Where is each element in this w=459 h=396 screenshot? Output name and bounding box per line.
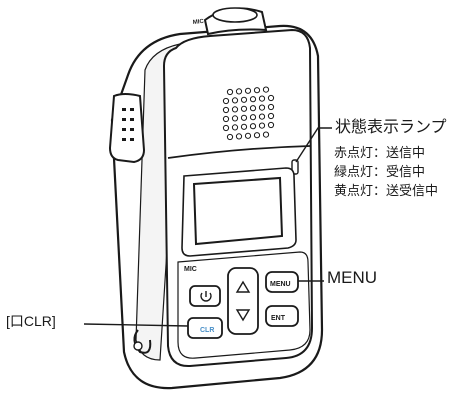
speaker-hole — [222, 97, 230, 105]
lamp-green-state: 緑点灯：受信中 — [334, 164, 426, 179]
power-icon — [200, 291, 212, 302]
speaker-hole — [267, 121, 275, 129]
speaker-hole — [240, 114, 248, 121]
lanyard-hook — [133, 329, 152, 354]
power-key[interactable] — [189, 285, 221, 307]
ent-key-label: ENT — [271, 315, 286, 322]
top-knob-cap — [212, 7, 258, 23]
menu-key-label: MENU — [270, 281, 291, 288]
lamp-red-state: 赤点灯：送信中 — [334, 145, 426, 160]
speaker-hole — [240, 96, 248, 103]
speaker-hole — [258, 104, 266, 111]
menu-key[interactable] — [265, 271, 299, 293]
speaker-hole — [258, 95, 266, 102]
speaker-hole — [258, 122, 266, 129]
menu-callout: MENU — [327, 268, 378, 287]
status-lamp — [291, 159, 299, 175]
clr-leader-line — [83, 323, 189, 327]
speaker-hole — [231, 124, 239, 131]
belt-clip — [108, 93, 146, 164]
speaker-hole — [240, 123, 248, 130]
speaker-hole — [235, 133, 243, 140]
speaker-hole — [231, 115, 239, 122]
speaker-hole — [249, 105, 257, 112]
speaker-hole — [262, 131, 270, 138]
speaker-hole — [253, 132, 261, 139]
lamp-leader-line — [295, 127, 332, 163]
speaker-hole — [226, 133, 234, 141]
speaker-hole — [249, 114, 257, 121]
speaker-grille — [222, 86, 275, 141]
side-mic-label: MIC — [184, 266, 197, 273]
lamp-yellow-state: 黄点灯：送受信中 — [334, 183, 439, 198]
ent-key[interactable] — [265, 305, 299, 327]
speaker-hole — [226, 88, 234, 96]
speaker-hole — [262, 86, 270, 93]
belt-clip-vents — [122, 108, 134, 141]
speaker-hole — [222, 106, 230, 114]
clr-key-label: CLR — [200, 327, 214, 334]
up-triangle-icon[interactable] — [235, 280, 251, 293]
speaker-hole — [240, 105, 248, 112]
speaker-hole — [249, 96, 257, 103]
display-screen — [192, 176, 284, 246]
speaker-hole — [222, 124, 230, 132]
speaker-hole — [267, 94, 275, 102]
speaker-hole — [253, 87, 261, 94]
speaker-divider — [167, 145, 311, 159]
speaker-hole — [244, 132, 252, 139]
speaker-hole — [258, 113, 266, 120]
down-triangle-icon[interactable] — [235, 309, 251, 322]
clr-callout: [口CLR] — [6, 313, 56, 329]
speaker-hole — [222, 115, 230, 123]
speaker-hole — [249, 123, 257, 130]
speaker-hole — [231, 97, 239, 104]
speaker-hole — [231, 106, 239, 113]
speaker-hole — [244, 87, 252, 94]
clr-key[interactable] — [187, 317, 223, 339]
side-screw — [133, 341, 143, 351]
speaker-hole — [235, 88, 243, 95]
status-lamp-callout-title: 状態表示ランプ — [335, 119, 447, 136]
speaker-hole — [267, 112, 275, 120]
top-mic-label: MIC — [193, 19, 205, 26]
speaker-hole — [267, 103, 275, 111]
up-down-rocker[interactable] — [227, 267, 259, 335]
